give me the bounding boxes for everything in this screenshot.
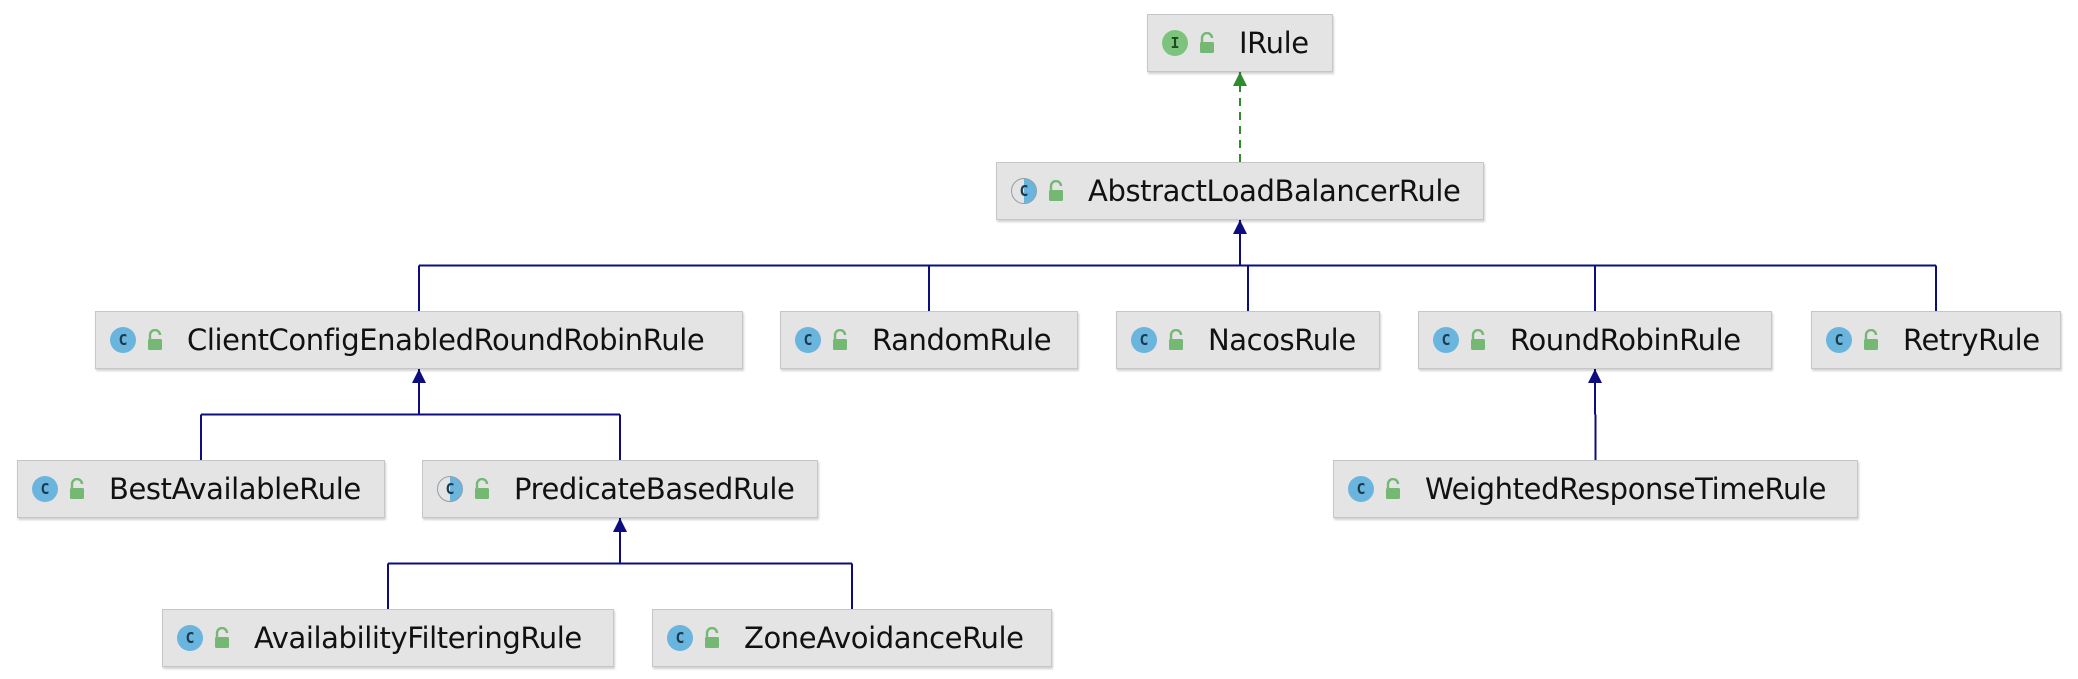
public-access-icon bbox=[702, 626, 722, 649]
class-node-irule[interactable]: I IRule bbox=[1147, 14, 1333, 72]
public-access-icon bbox=[1197, 31, 1217, 54]
class-icon: C bbox=[1826, 327, 1852, 353]
class-node-zone-avoidance-rule[interactable]: C ZoneAvoidanceRule bbox=[652, 609, 1052, 667]
public-access-icon bbox=[212, 626, 232, 649]
class-icon: C bbox=[1433, 327, 1459, 353]
class-node-weighted-response-time-rule[interactable]: C WeightedResponseTimeRule bbox=[1333, 460, 1858, 518]
class-name: AvailabilityFilteringRule bbox=[254, 621, 582, 655]
class-icon: C bbox=[667, 625, 693, 651]
class-icon: C bbox=[32, 476, 58, 502]
public-access-icon bbox=[830, 328, 850, 351]
public-access-icon bbox=[1468, 328, 1488, 351]
class-node-client-config-enabled-round-robin-rule[interactable]: C ClientConfigEnabledRoundRobinRule bbox=[95, 311, 743, 369]
class-node-availability-filtering-rule[interactable]: C AvailabilityFilteringRule bbox=[162, 609, 614, 667]
class-name: IRule bbox=[1239, 26, 1309, 60]
class-name: BestAvailableRule bbox=[109, 472, 361, 506]
class-icon: C bbox=[177, 625, 203, 651]
class-name: ZoneAvoidanceRule bbox=[744, 621, 1024, 655]
public-access-icon bbox=[145, 328, 165, 351]
class-icon: C bbox=[1348, 476, 1374, 502]
interface-icon: I bbox=[1162, 30, 1188, 56]
class-node-random-rule[interactable]: C RandomRule bbox=[780, 311, 1078, 369]
abstract-class-icon: C bbox=[437, 476, 463, 502]
class-node-round-robin-rule[interactable]: C RoundRobinRule bbox=[1418, 311, 1772, 369]
class-node-nacos-rule[interactable]: C NacosRule bbox=[1116, 311, 1380, 369]
class-name: PredicateBasedRule bbox=[514, 472, 795, 506]
public-access-icon bbox=[1046, 179, 1066, 202]
class-name: RoundRobinRule bbox=[1510, 323, 1741, 357]
class-name: WeightedResponseTimeRule bbox=[1425, 472, 1827, 506]
abstract-class-icon: C bbox=[1011, 178, 1037, 204]
class-icon: C bbox=[795, 327, 821, 353]
class-node-best-available-rule[interactable]: C BestAvailableRule bbox=[17, 460, 385, 518]
class-name: NacosRule bbox=[1208, 323, 1356, 357]
class-name: ClientConfigEnabledRoundRobinRule bbox=[187, 323, 705, 357]
class-name: AbstractLoadBalancerRule bbox=[1088, 174, 1461, 208]
class-node-predicate-based-rule[interactable]: C PredicateBasedRule bbox=[422, 460, 818, 518]
class-icon: C bbox=[110, 327, 136, 353]
class-name: RandomRule bbox=[872, 323, 1052, 357]
public-access-icon bbox=[1166, 328, 1186, 351]
class-icon: C bbox=[1131, 327, 1157, 353]
class-node-retry-rule[interactable]: C RetryRule bbox=[1811, 311, 2061, 369]
class-node-abstract-load-balancer-rule[interactable]: C AbstractLoadBalancerRule bbox=[996, 162, 1484, 220]
public-access-icon bbox=[1383, 477, 1403, 500]
class-name: RetryRule bbox=[1903, 323, 2040, 357]
public-access-icon bbox=[472, 477, 492, 500]
public-access-icon bbox=[67, 477, 87, 500]
public-access-icon bbox=[1861, 328, 1881, 351]
